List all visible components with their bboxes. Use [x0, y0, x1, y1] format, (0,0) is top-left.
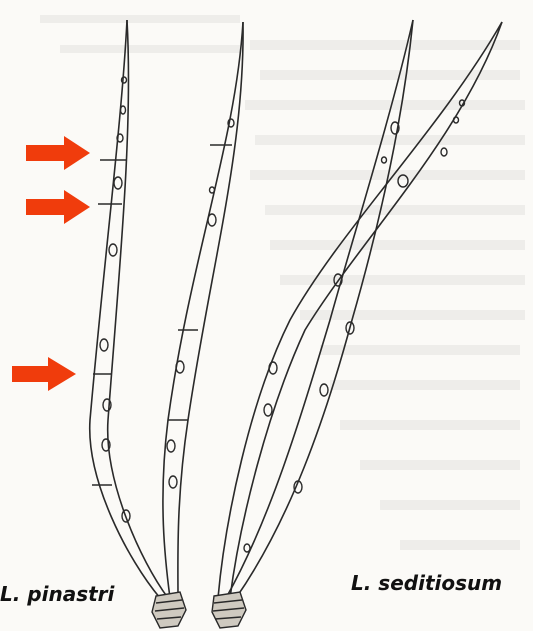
sheath-right	[212, 592, 246, 628]
sheath-left	[152, 592, 186, 628]
needle-left-b-spots	[167, 119, 234, 488]
species-label-right: L. seditiosum	[351, 571, 502, 595]
arrow-2	[26, 190, 90, 224]
arrow-1	[26, 136, 90, 170]
species-label-left: L. pinastri	[0, 582, 114, 606]
needle-left-a-spots	[100, 77, 130, 522]
arrow-3	[12, 357, 76, 391]
